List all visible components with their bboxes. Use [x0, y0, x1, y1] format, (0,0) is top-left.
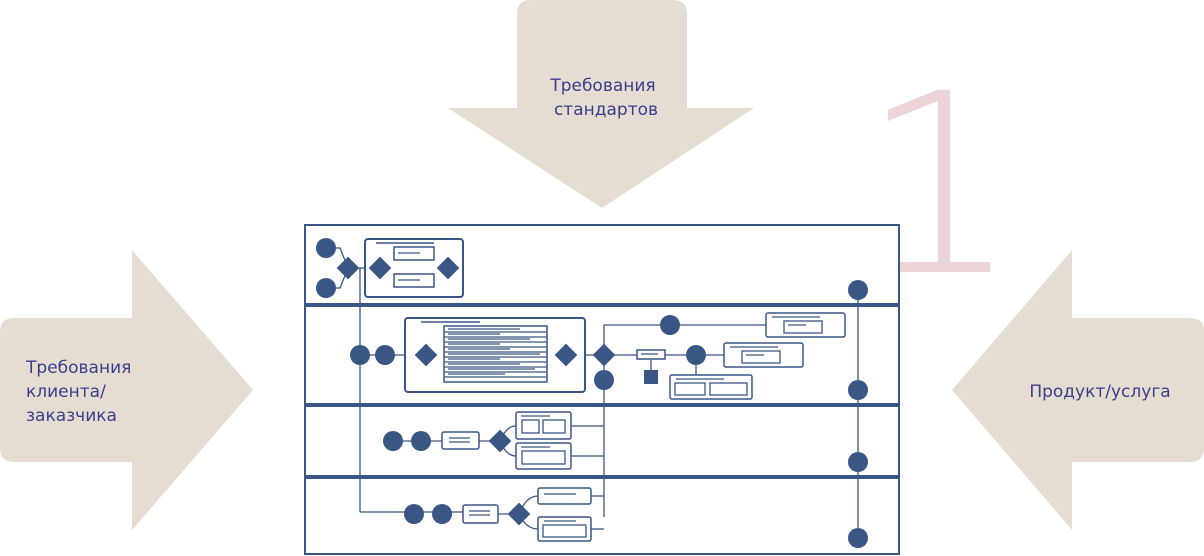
right-arrow-shape: [952, 250, 1204, 530]
start-event-icon: [316, 278, 336, 298]
top-arrow: Требования стандартов: [448, 0, 754, 208]
end-event-icon: [848, 452, 868, 472]
task-icon: [783, 320, 823, 334]
lane-separators: [305, 303, 899, 479]
top-arrow-label-line2: стандартов: [554, 100, 658, 120]
event-icon: [686, 345, 706, 365]
process-diagram: [304, 224, 900, 555]
gateway-icon: [592, 343, 616, 367]
left-arrow-label-line1: Требования: [25, 358, 131, 378]
event-icon: [594, 370, 614, 390]
event-icon: [404, 504, 424, 524]
task-icon: [709, 382, 748, 396]
right-arrow-label: Продукт/услуга: [1029, 382, 1170, 402]
lane-divider: [305, 303, 899, 307]
event-icon: [350, 345, 370, 365]
task-icon: [441, 431, 480, 450]
task-box: [537, 487, 592, 505]
lane-divider: [305, 475, 899, 479]
task-icon: [741, 350, 781, 364]
end-square-icon: [644, 370, 658, 384]
document-lines: [444, 328, 547, 378]
right-arrow: Продукт/услуга: [952, 250, 1204, 530]
gateway-icon: [507, 502, 531, 526]
top-arrow-shape: [448, 0, 754, 208]
lane-1: [316, 238, 464, 298]
subprocess-box: [364, 238, 464, 298]
end-event-icon: [848, 380, 868, 400]
task-icon: [674, 382, 706, 396]
gateway-icon: [368, 256, 392, 280]
gateway-icon: [436, 256, 460, 280]
end-events: [848, 280, 868, 548]
start-event-icon: [316, 238, 336, 258]
top-arrow-label-line1: Требования: [549, 76, 655, 96]
gateway-icon: [414, 343, 438, 367]
event-icon: [411, 431, 431, 451]
gateway-icon: [488, 429, 512, 453]
task-icon: [462, 504, 499, 524]
left-arrow-shape: [0, 250, 253, 530]
lane-divider: [305, 403, 899, 407]
event-icon: [660, 315, 680, 335]
left-arrow-label-line3: заказчика: [26, 406, 117, 426]
gateway-icon: [554, 343, 578, 367]
lane-4: [404, 487, 592, 542]
left-arrow: Требования клиента/ заказчика: [0, 250, 253, 530]
left-arrow-label-line2: клиента/: [26, 382, 106, 402]
event-icon: [432, 504, 452, 524]
event-icon: [375, 345, 395, 365]
event-icon: [383, 431, 403, 451]
end-event-icon: [848, 280, 868, 300]
lane-2: [350, 312, 846, 400]
end-event-icon: [848, 528, 868, 548]
gateway-icon: [336, 256, 360, 280]
lane-3: [383, 411, 572, 470]
